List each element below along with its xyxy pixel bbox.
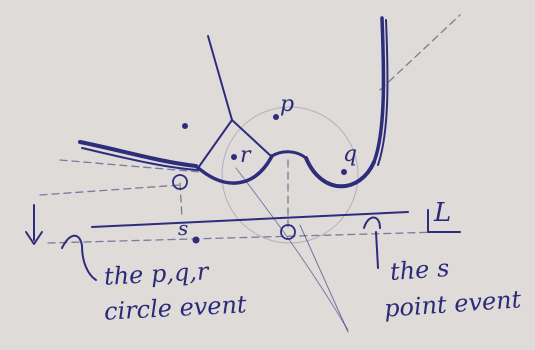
site-point-p <box>273 114 279 120</box>
caption-circle-event-line1: the p,q,r <box>103 259 209 288</box>
site-point-r <box>231 154 237 160</box>
label-site-p: p <box>280 94 294 116</box>
site-point-s <box>193 237 200 244</box>
label-site-r: r <box>240 145 251 167</box>
label-site-q: q <box>343 144 357 166</box>
label-sweep-line: L <box>434 200 451 226</box>
site-point-unlabeled <box>182 123 188 129</box>
caption-circle-event-line2: circle event <box>103 292 247 323</box>
caption-point-event-line1: the s <box>389 256 450 284</box>
site-point-q <box>341 169 347 175</box>
label-site-s: s <box>178 218 188 238</box>
